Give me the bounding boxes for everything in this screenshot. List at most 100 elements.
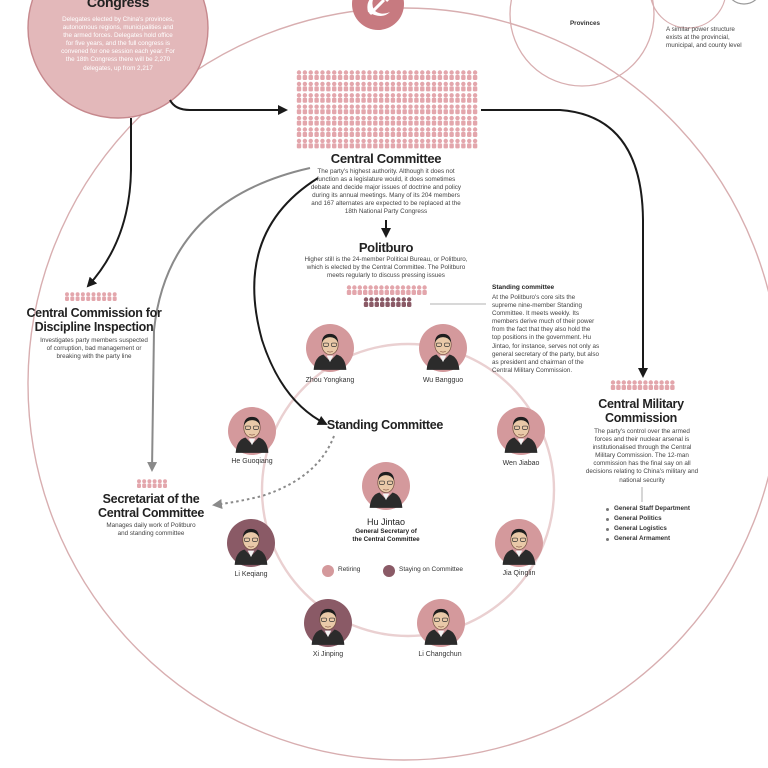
person-icon — [308, 81, 313, 92]
person-icon — [670, 380, 675, 390]
person-icon — [326, 81, 331, 92]
person-icon — [363, 285, 368, 295]
member-name: Wu Bangguo — [422, 377, 464, 384]
person-icon — [425, 81, 431, 92]
person-icon — [443, 127, 448, 137]
portrait — [417, 599, 465, 647]
person-icon — [414, 104, 419, 115]
person-icon — [296, 115, 302, 126]
person-icon — [355, 138, 360, 149]
legend-retiring-swatch — [322, 565, 334, 577]
person-icon — [355, 70, 360, 80]
person-icon — [396, 104, 401, 115]
person-icon — [355, 115, 360, 126]
person-icon — [414, 115, 419, 126]
person-icon — [373, 138, 378, 149]
person-icon — [349, 81, 355, 92]
person-icon — [367, 81, 372, 92]
standing-committee-label: Standing Committee — [326, 418, 444, 432]
list-item: General Politics — [606, 514, 690, 524]
portrait — [228, 407, 276, 455]
person-icon — [449, 81, 454, 92]
person-icon — [431, 81, 437, 92]
cmc-description: The party's control over the armed force… — [585, 428, 699, 484]
person-icon — [396, 138, 401, 149]
ccdi-title: Central Commission for Discipline Inspec… — [26, 306, 162, 334]
person-icon — [107, 292, 112, 301]
person-icon — [396, 127, 401, 137]
portrait — [497, 407, 545, 455]
person-icon — [361, 81, 366, 92]
person-icon — [472, 104, 478, 115]
arrow-cc-to-cmc — [481, 109, 648, 378]
person-icon — [420, 138, 425, 149]
person-icon — [373, 115, 378, 126]
person-icon — [420, 70, 425, 80]
outer-ring — [27, 7, 768, 761]
center-person-role: General Secretary of the Central Committ… — [352, 528, 420, 543]
person-icon — [363, 297, 369, 307]
person-icon — [402, 104, 407, 115]
member-name: Xi Jinping — [312, 651, 344, 658]
person-icon — [349, 93, 355, 103]
person-icon — [320, 104, 325, 115]
person-icon — [75, 292, 80, 301]
person-icon — [437, 81, 443, 92]
person-icon — [417, 285, 422, 295]
person-icon — [467, 93, 472, 103]
person-icon — [408, 93, 413, 103]
member-name: Zhou Yongkang — [305, 377, 355, 384]
person-icon — [431, 127, 437, 137]
person-icon — [337, 127, 343, 137]
person-icon — [455, 70, 460, 80]
person-icon — [414, 81, 419, 92]
person-icon — [380, 297, 385, 307]
person-icon — [379, 285, 384, 295]
person-icon — [455, 93, 460, 103]
person-icon — [320, 115, 325, 126]
person-icon — [431, 138, 437, 149]
person-icon — [455, 104, 460, 115]
person-icon — [367, 104, 372, 115]
person-icon — [384, 285, 389, 295]
person-icon — [408, 81, 413, 92]
person-icon — [320, 93, 325, 103]
person-icon — [308, 104, 313, 115]
person-icon — [472, 81, 478, 92]
person-icon — [390, 70, 396, 80]
person-icon — [455, 138, 460, 149]
person-icon — [142, 479, 147, 488]
person-icon — [396, 297, 401, 307]
person-icon — [384, 104, 390, 115]
person-icon — [467, 70, 472, 80]
person-icon — [425, 127, 431, 137]
person-icon — [343, 70, 349, 80]
person-icon — [308, 138, 313, 149]
legend-staying-label: Staying on Committee — [399, 566, 463, 573]
congress-title: Congress — [86, 0, 150, 10]
person-icon — [659, 380, 664, 390]
ccdi-description: Investigates party members suspected of … — [40, 337, 148, 361]
person-icon — [449, 115, 454, 126]
legend-staying-swatch — [383, 565, 395, 577]
person-icon — [420, 93, 425, 103]
politburo-description: Higher still is the 24-member Political … — [304, 256, 468, 280]
provinces-small-circle — [650, 0, 726, 29]
person-icon — [449, 104, 454, 115]
person-icon — [402, 127, 407, 137]
person-icon — [420, 81, 425, 92]
person-icon — [296, 81, 302, 92]
portrait — [306, 324, 354, 372]
member-name: He Guoqiang — [231, 458, 273, 465]
portrait — [227, 519, 275, 567]
person-icon — [163, 479, 167, 488]
person-icon — [296, 138, 302, 149]
person-icon — [384, 138, 390, 149]
member-name: Li Keqiang — [234, 571, 268, 578]
person-icon — [332, 138, 337, 149]
person-icon — [461, 93, 466, 103]
person-icon — [332, 81, 337, 92]
person-icon — [425, 115, 431, 126]
person-icon — [411, 285, 416, 295]
